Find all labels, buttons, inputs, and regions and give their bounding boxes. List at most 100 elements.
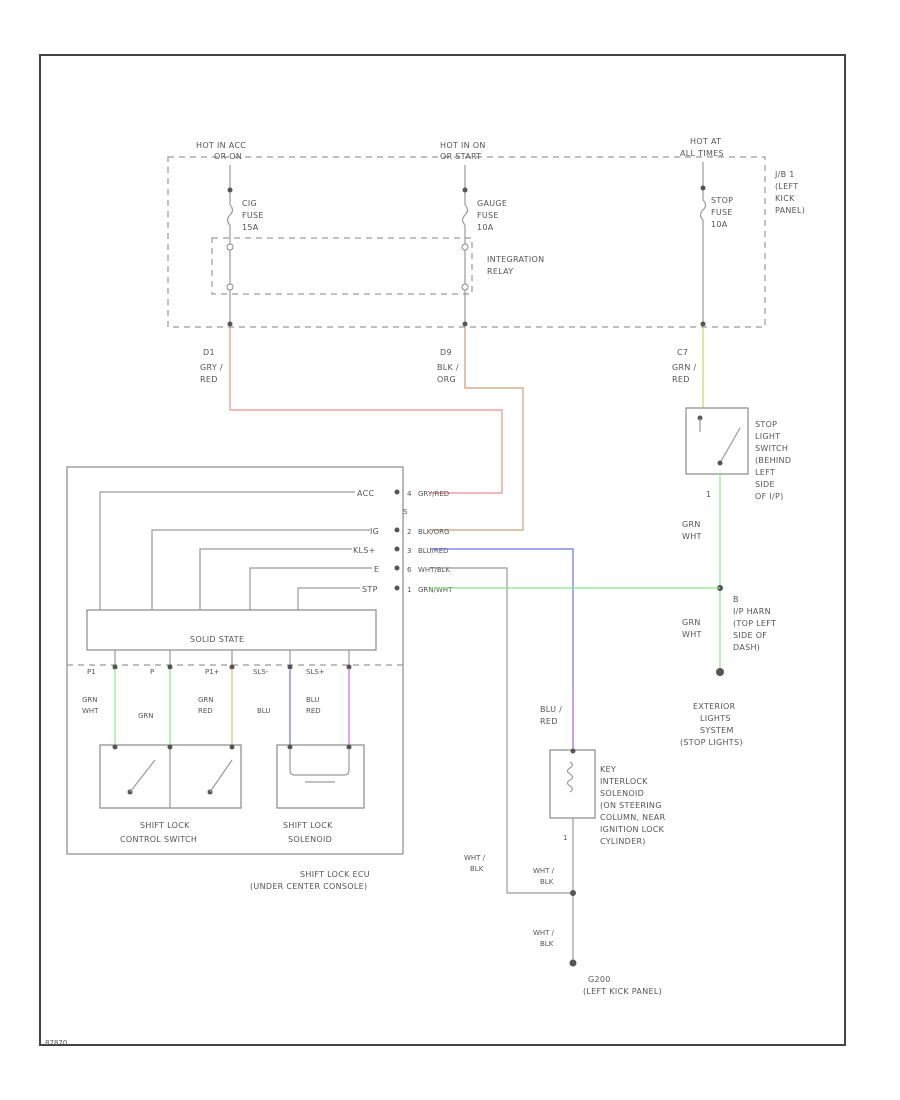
shift-lock-control-switch: SHIFT LOCK CONTROL SWITCH bbox=[99, 744, 242, 844]
svg-text:G200: G200 bbox=[588, 975, 611, 984]
internal-wire-labels: GRN WHT GRN GRN RED BLU BLU RED bbox=[82, 696, 321, 720]
svg-text:10A: 10A bbox=[711, 220, 728, 229]
stop-light-switch: STOP LIGHT SWITCH (BEHIND LEFT SIDE OF I… bbox=[682, 407, 791, 541]
svg-text:(UNDER CENTER CONSOLE): (UNDER CENTER CONSOLE) bbox=[250, 882, 367, 891]
svg-text:J/B 1: J/B 1 bbox=[774, 170, 795, 179]
splice-label: B I/P HARN (TOP LEFT SIDE OF DASH) GRN W… bbox=[682, 595, 776, 652]
svg-text:GRN: GRN bbox=[138, 712, 154, 720]
svg-text:SLS-: SLS- bbox=[253, 668, 269, 676]
svg-text:CYLINDER): CYLINDER) bbox=[600, 837, 646, 846]
svg-text:P: P bbox=[150, 668, 154, 676]
svg-text:RELAY: RELAY bbox=[487, 267, 514, 276]
svg-text:P1+: P1+ bbox=[205, 668, 220, 676]
svg-text:SLS+: SLS+ bbox=[306, 668, 325, 676]
svg-text:LIGHT: LIGHT bbox=[755, 432, 780, 441]
svg-text:LIGHTS: LIGHTS bbox=[700, 714, 731, 723]
svg-text:SWITCH: SWITCH bbox=[755, 444, 788, 453]
svg-text:(LEFT: (LEFT bbox=[775, 182, 798, 191]
junction-block-label: J/B 1 (LEFT KICK PANEL) bbox=[774, 170, 805, 215]
svg-text:KEY: KEY bbox=[600, 765, 616, 774]
shift-lock-ecu-box bbox=[66, 466, 404, 855]
hot-label-gauge-2: OR START bbox=[440, 152, 481, 161]
svg-text:DASH): DASH) bbox=[733, 643, 760, 652]
ecu-pin-labels: ACC IG KLS+ E STP 4 2 3 6 1 GRY/RED BLK/… bbox=[353, 489, 453, 594]
svg-text:SHIFT LOCK: SHIFT LOCK bbox=[140, 821, 190, 830]
svg-text:WHT /: WHT / bbox=[464, 854, 486, 862]
diagram-frame bbox=[39, 54, 846, 1046]
svg-text:OF I/P): OF I/P) bbox=[755, 492, 784, 501]
solid-state-label: SOLID STATE bbox=[190, 635, 244, 644]
svg-text:GRY /: GRY / bbox=[200, 363, 223, 372]
pin-d9: D9 bbox=[440, 348, 452, 357]
svg-text:1: 1 bbox=[563, 834, 567, 842]
power-column-stop: HOT AT ALL TIMES STOP FUSE 10A C7 GRN / … bbox=[672, 137, 733, 408]
svg-text:1: 1 bbox=[407, 586, 411, 594]
internal-pins: P1 P P1+ SLS- SLS+ bbox=[87, 650, 352, 676]
svg-text:BLK: BLK bbox=[470, 865, 484, 873]
svg-text:4: 4 bbox=[407, 490, 412, 498]
svg-text:6: 6 bbox=[407, 566, 412, 574]
svg-text:EXTERIOR: EXTERIOR bbox=[693, 702, 736, 711]
svg-text:FUSE: FUSE bbox=[477, 211, 499, 220]
svg-text:WHT /: WHT / bbox=[533, 867, 555, 875]
svg-text:GAUGE: GAUGE bbox=[477, 199, 507, 208]
hot-label-gauge: HOT IN ON bbox=[440, 141, 486, 150]
hot-label-stop-2: ALL TIMES bbox=[680, 149, 724, 158]
svg-text:1: 1 bbox=[706, 490, 711, 499]
svg-text:WHT: WHT bbox=[682, 532, 702, 541]
svg-text:STP: STP bbox=[362, 585, 378, 594]
svg-text:WHT/BLK: WHT/BLK bbox=[418, 566, 451, 574]
svg-text:2: 2 bbox=[407, 528, 411, 536]
svg-text:(ON STEERING: (ON STEERING bbox=[600, 801, 662, 810]
svg-text:GRN: GRN bbox=[682, 618, 701, 627]
svg-text:GRN: GRN bbox=[82, 696, 98, 704]
internal-wire-stp bbox=[297, 587, 360, 610]
svg-text:E: E bbox=[374, 565, 379, 574]
svg-text:15A: 15A bbox=[242, 223, 259, 232]
svg-text:CIG: CIG bbox=[242, 199, 257, 208]
pin-d1: D1 bbox=[203, 348, 215, 357]
pin-c7: C7 bbox=[677, 348, 688, 357]
svg-text:10A: 10A bbox=[477, 223, 494, 232]
hot-label-stop: HOT AT bbox=[690, 137, 721, 146]
svg-text:GRN: GRN bbox=[682, 520, 701, 529]
ground-terminal bbox=[569, 959, 577, 967]
svg-text:PANEL): PANEL) bbox=[775, 206, 805, 215]
hot-label-cig: HOT IN ACC bbox=[196, 141, 246, 150]
exterior-lights-label: EXTERIOR LIGHTS SYSTEM (STOP LIGHTS) bbox=[680, 702, 743, 747]
svg-text:IGNITION LOCK: IGNITION LOCK bbox=[600, 825, 665, 834]
svg-text:WHT /: WHT / bbox=[533, 929, 555, 937]
svg-text:RED: RED bbox=[306, 707, 321, 715]
svg-text:I/P HARN: I/P HARN bbox=[733, 607, 771, 616]
svg-text:KLS+: KLS+ bbox=[353, 546, 376, 555]
svg-text:S: S bbox=[403, 508, 408, 516]
svg-text:INTERLOCK: INTERLOCK bbox=[600, 777, 648, 786]
svg-text:(BEHIND: (BEHIND bbox=[755, 456, 791, 465]
integration-relay-label: INTEGRATION RELAY bbox=[487, 255, 544, 276]
wire-blk-org bbox=[430, 327, 524, 531]
svg-text:GRY/RED: GRY/RED bbox=[418, 490, 449, 498]
junction-block-outline bbox=[167, 156, 766, 328]
svg-text:RED: RED bbox=[672, 375, 690, 384]
svg-text:FUSE: FUSE bbox=[711, 208, 733, 217]
hot-label-cig-2: OR ON bbox=[214, 152, 242, 161]
svg-text:BLK: BLK bbox=[540, 878, 554, 886]
svg-text:(STOP LIGHTS): (STOP LIGHTS) bbox=[680, 738, 743, 747]
svg-text:(LEFT KICK PANEL): (LEFT KICK PANEL) bbox=[583, 987, 662, 996]
svg-text:COLUMN, NEAR: COLUMN, NEAR bbox=[600, 813, 666, 822]
svg-text:ORG: ORG bbox=[437, 375, 456, 384]
svg-text:KICK: KICK bbox=[775, 194, 795, 203]
svg-text:BLU: BLU bbox=[306, 696, 319, 704]
svg-text:SHIFT LOCK ECU: SHIFT LOCK ECU bbox=[300, 870, 370, 879]
internal-wire-e bbox=[249, 567, 372, 610]
diagram-id: 87870 bbox=[45, 1039, 67, 1047]
svg-text:3: 3 bbox=[407, 547, 411, 555]
power-column-gauge: HOT IN ON OR START GAUGE FUSE 10A D9 BLK… bbox=[430, 141, 524, 531]
ground-junction bbox=[570, 890, 576, 896]
ground-label: G200 (LEFT KICK PANEL) bbox=[583, 975, 662, 996]
svg-text:STOP: STOP bbox=[711, 196, 733, 205]
svg-text:BLK/ORG: BLK/ORG bbox=[418, 528, 449, 536]
svg-text:BLK: BLK bbox=[540, 940, 554, 948]
ecu-pin-dots bbox=[394, 489, 400, 591]
